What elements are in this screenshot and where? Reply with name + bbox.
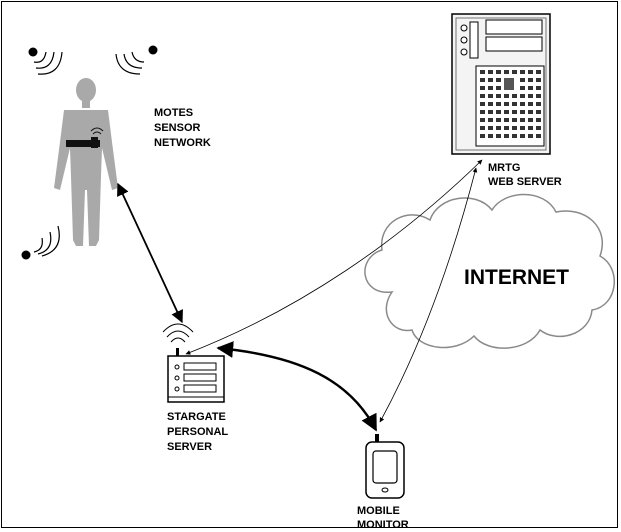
mobile-label-line-2: MONITOR: [357, 519, 409, 531]
mobile-label-line-1: MOBILE: [357, 505, 400, 517]
motes-label-line-2: SENSOR: [154, 122, 201, 134]
stargate-device-icon: [162, 323, 225, 403]
stargate-label-line-2: PERSONAL: [167, 426, 228, 438]
motes-label-line-3: NETWORK: [154, 137, 211, 149]
mobile-phone-icon: [365, 434, 405, 499]
stargate-label-line-3: SERVER: [167, 441, 212, 453]
mrtg-label-line-1: MRTG: [488, 162, 520, 174]
mrtg-label-line-2: WEB SERVER: [488, 176, 562, 188]
mote-sensor-icon: [28, 47, 63, 75]
mote-sensor-icon: [21, 225, 60, 260]
link-mobile-webserver: [379, 167, 478, 423]
stargate-label-line-1: STARGATE: [167, 411, 226, 423]
internet-label: INTERNET: [464, 266, 569, 289]
link-stargate-mobile: [216, 341, 378, 432]
motes-label-line-1: MOTES: [154, 107, 193, 119]
human-body-icon: [54, 78, 118, 246]
link-motes-stargate: [117, 182, 183, 324]
mote-sensor-icon: [115, 45, 158, 75]
server-tower-icon: [451, 13, 551, 155]
